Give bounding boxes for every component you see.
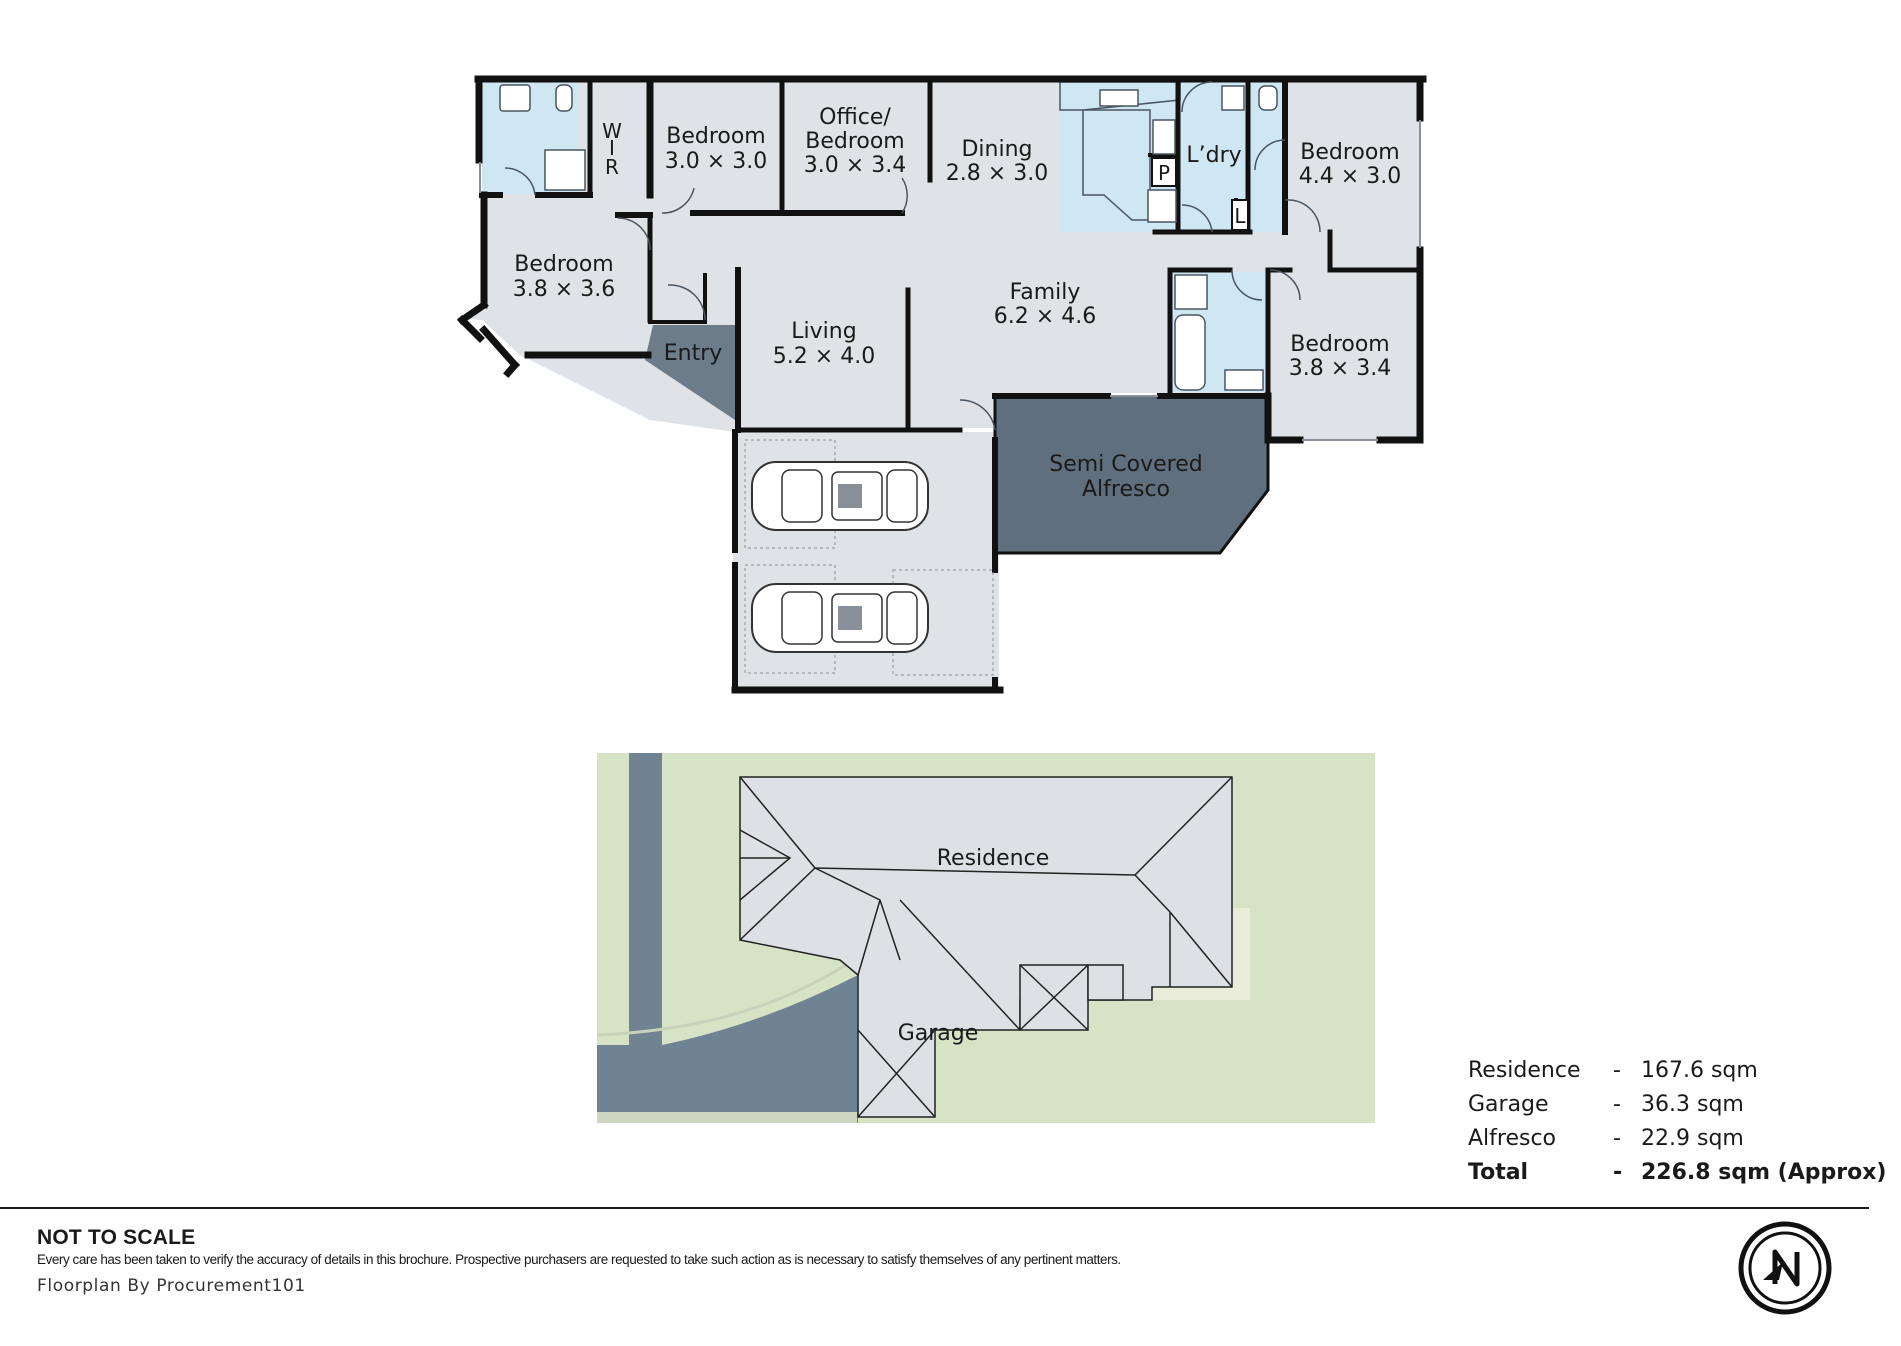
- fixtures: [499, 84, 1278, 391]
- dining-dim: 2.8 × 3.0: [946, 161, 1048, 186]
- office-dim: 3.0 × 3.4: [804, 153, 906, 178]
- floor-fills: [460, 80, 1420, 690]
- entry-floor: [645, 325, 735, 420]
- bath-shower: [1174, 274, 1208, 310]
- kitchen-bench: [1082, 109, 1151, 221]
- area-value: 22.9 sqm: [1641, 1125, 1744, 1151]
- total-dash: -: [1613, 1159, 1623, 1185]
- ensuite-vanity: [499, 84, 531, 112]
- area-row-garage: Garage - 36.3 sqm: [1468, 1087, 1901, 1121]
- area-name: Garage: [1468, 1091, 1549, 1117]
- bath-vanity: [1224, 369, 1264, 391]
- windows: [479, 120, 1421, 441]
- office-name-1: Office/: [819, 105, 891, 130]
- bedroom-se-dim: 3.8 × 3.4: [1289, 356, 1391, 381]
- living-dim: 5.2 × 4.0: [773, 344, 875, 369]
- pantry-label: P: [1158, 161, 1170, 185]
- wir-label-w: W: [602, 119, 622, 143]
- cooktop: [1152, 119, 1176, 155]
- living-name: Living: [791, 319, 856, 344]
- roof: [739, 776, 1233, 1118]
- area-name: Residence: [1468, 1057, 1581, 1083]
- fridge: [1147, 189, 1177, 223]
- site-residence-label: Residence: [937, 846, 1049, 871]
- walls: [457, 75, 1427, 694]
- entry-label: Entry: [664, 341, 723, 366]
- car-2: [751, 583, 929, 653]
- total-name: Total: [1468, 1159, 1529, 1185]
- site-plan: Residence Garage: [596, 753, 1375, 1123]
- laundry-label: L’dry: [1186, 143, 1241, 168]
- area-row-residence: Residence - 167.6 sqm: [1468, 1053, 1901, 1087]
- bathtub: [1174, 314, 1206, 391]
- wir-label-i: I: [609, 136, 615, 160]
- bedroom1-name: Bedroom: [666, 124, 766, 149]
- laundry-tub: [1221, 85, 1245, 111]
- total-value: 226.8 sqm (Approx): [1641, 1159, 1887, 1185]
- alfresco-label-2: Alfresco: [1082, 477, 1170, 502]
- wir-label-r: R: [605, 155, 619, 179]
- north-compass-icon: [1738, 1221, 1832, 1315]
- dining-name: Dining: [961, 137, 1032, 162]
- floorplan-credit: Floorplan By Procurement101: [37, 1276, 306, 1296]
- powder-toilet: [1258, 85, 1278, 111]
- not-to-scale-title: NOT TO SCALE: [37, 1226, 196, 1249]
- linen-box: [1231, 199, 1249, 231]
- bedroom1-dim: 3.0 × 3.0: [665, 149, 767, 174]
- bedroom-se-name: Bedroom: [1290, 332, 1390, 357]
- family-dim: 6.2 × 4.6: [994, 304, 1096, 329]
- area-summary-table: Residence - 167.6 sqm Garage - 36.3 sqm …: [1468, 1053, 1901, 1189]
- area-value: 36.3 sqm: [1641, 1091, 1744, 1117]
- alfresco-floor: [995, 396, 1268, 553]
- area-value: 167.6 sqm: [1641, 1057, 1758, 1083]
- car-1: [751, 461, 929, 531]
- door-swings: [504, 81, 1321, 431]
- path-strip: [597, 1112, 857, 1123]
- bedroom-ne-dim: 4.4 × 3.0: [1299, 164, 1401, 189]
- ensuite-shower: [544, 149, 586, 191]
- bedroom-w-dim: 3.8 × 3.6: [513, 277, 615, 302]
- driveway-curve: [596, 953, 861, 1037]
- office-name-2: Bedroom: [805, 129, 905, 154]
- area-dash: -: [1613, 1057, 1621, 1083]
- area-row-total: Total - 226.8 sqm (Approx): [1468, 1155, 1901, 1189]
- footer-divider: [0, 1207, 1869, 1209]
- kitchen-sink: [1099, 89, 1139, 107]
- area-name: Alfresco: [1468, 1125, 1557, 1151]
- site-garage-label: Garage: [898, 1021, 979, 1046]
- driveway: [597, 753, 858, 1123]
- disclaimer-text: Every care has been taken to verify the …: [37, 1252, 1121, 1267]
- linen-label: L: [1234, 204, 1246, 228]
- alfresco-label-1: Semi Covered: [1049, 452, 1202, 477]
- family-name: Family: [1010, 280, 1081, 305]
- area-dash: -: [1613, 1125, 1621, 1151]
- bedroom-w-name: Bedroom: [514, 252, 614, 277]
- area-row-alfresco: Alfresco - 22.9 sqm: [1468, 1121, 1901, 1155]
- room-labels: W I R Bedroom 3.0 × 3.0 Office/ Bedroom …: [513, 105, 1401, 502]
- area-dash: -: [1613, 1091, 1621, 1117]
- ensuite-toilet: [555, 84, 573, 112]
- pantry-box: [1151, 157, 1177, 187]
- bedroom-ne-name: Bedroom: [1300, 140, 1400, 165]
